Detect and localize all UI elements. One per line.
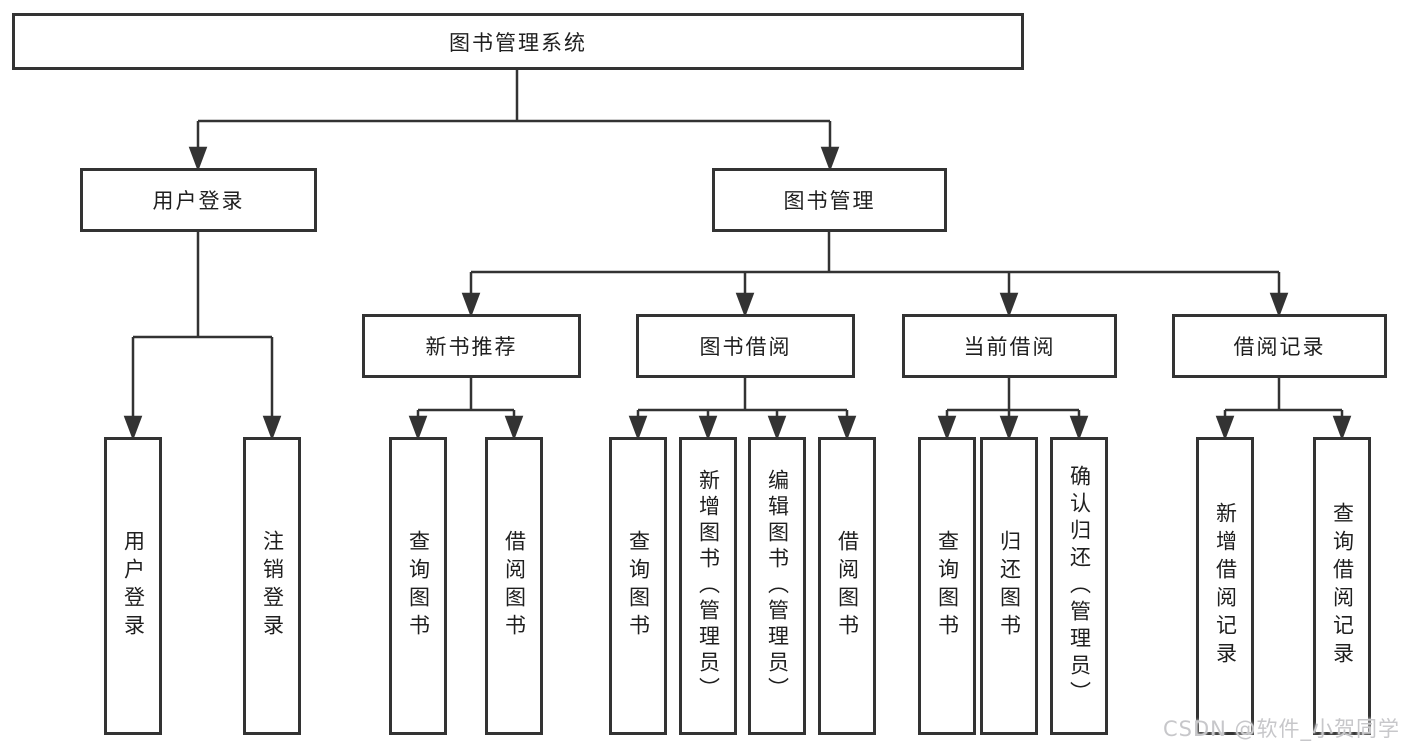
node-new-book-recommend: 新书推荐 bbox=[362, 314, 581, 378]
node-label: 新书推荐 bbox=[425, 335, 518, 359]
node-label: 查询借阅记录 bbox=[1330, 502, 1355, 670]
node-label: 编辑图书（管理员） bbox=[765, 469, 790, 703]
node-label: 借阅记录 bbox=[1233, 335, 1326, 359]
leaf-query-books-recommend: 查询图书 bbox=[389, 437, 447, 735]
leaf-borrow-books-borrowing: 借阅图书 bbox=[818, 437, 876, 735]
leaf-return-book: 归还图书 bbox=[980, 437, 1038, 735]
node-label: 图书管理 bbox=[783, 189, 876, 213]
leaf-query-books-borrowing: 查询图书 bbox=[609, 437, 667, 735]
node-book-borrowing: 图书借阅 bbox=[636, 314, 855, 378]
node-label: 归还图书 bbox=[997, 530, 1022, 642]
node-borrowing-records: 借阅记录 bbox=[1172, 314, 1387, 378]
node-book-management: 图书管理 bbox=[712, 168, 947, 232]
node-label: 用户登录 bbox=[152, 189, 245, 213]
leaf-query-books-current: 查询图书 bbox=[918, 437, 976, 735]
leaf-confirm-return-admin: 确认归还（管理员） bbox=[1050, 437, 1108, 735]
leaf-borrow-books-recommend: 借阅图书 bbox=[485, 437, 543, 735]
csdn-watermark: CSDN @软件_小贺同学 bbox=[1163, 717, 1401, 741]
leaf-query-borrow-record: 查询借阅记录 bbox=[1313, 437, 1371, 735]
node-label: 用户登录 bbox=[121, 530, 146, 642]
node-label: 查询图书 bbox=[406, 530, 431, 642]
node-label: 注销登录 bbox=[260, 530, 285, 642]
node-library-management-system: 图书管理系统 bbox=[12, 13, 1024, 70]
node-current-borrowing: 当前借阅 bbox=[902, 314, 1117, 378]
leaf-user-login: 用户登录 bbox=[104, 437, 162, 735]
node-label: 查询图书 bbox=[935, 530, 960, 642]
node-label: 确认归还（管理员） bbox=[1067, 464, 1092, 708]
leaf-logout: 注销登录 bbox=[243, 437, 301, 735]
node-label: 新增借阅记录 bbox=[1213, 502, 1238, 670]
node-label: 图书管理系统 bbox=[449, 30, 587, 55]
node-label: 查询图书 bbox=[626, 530, 651, 642]
node-user-login: 用户登录 bbox=[80, 168, 317, 232]
node-label: 借阅图书 bbox=[835, 530, 860, 642]
node-label: 借阅图书 bbox=[502, 530, 527, 642]
leaf-add-borrow-record: 新增借阅记录 bbox=[1196, 437, 1254, 735]
node-label: 新增图书（管理员） bbox=[696, 469, 721, 703]
node-label: 当前借阅 bbox=[963, 335, 1056, 359]
leaf-edit-book-admin: 编辑图书（管理员） bbox=[748, 437, 806, 735]
node-label: 图书借阅 bbox=[699, 335, 792, 359]
leaf-add-book-admin: 新增图书（管理员） bbox=[679, 437, 737, 735]
